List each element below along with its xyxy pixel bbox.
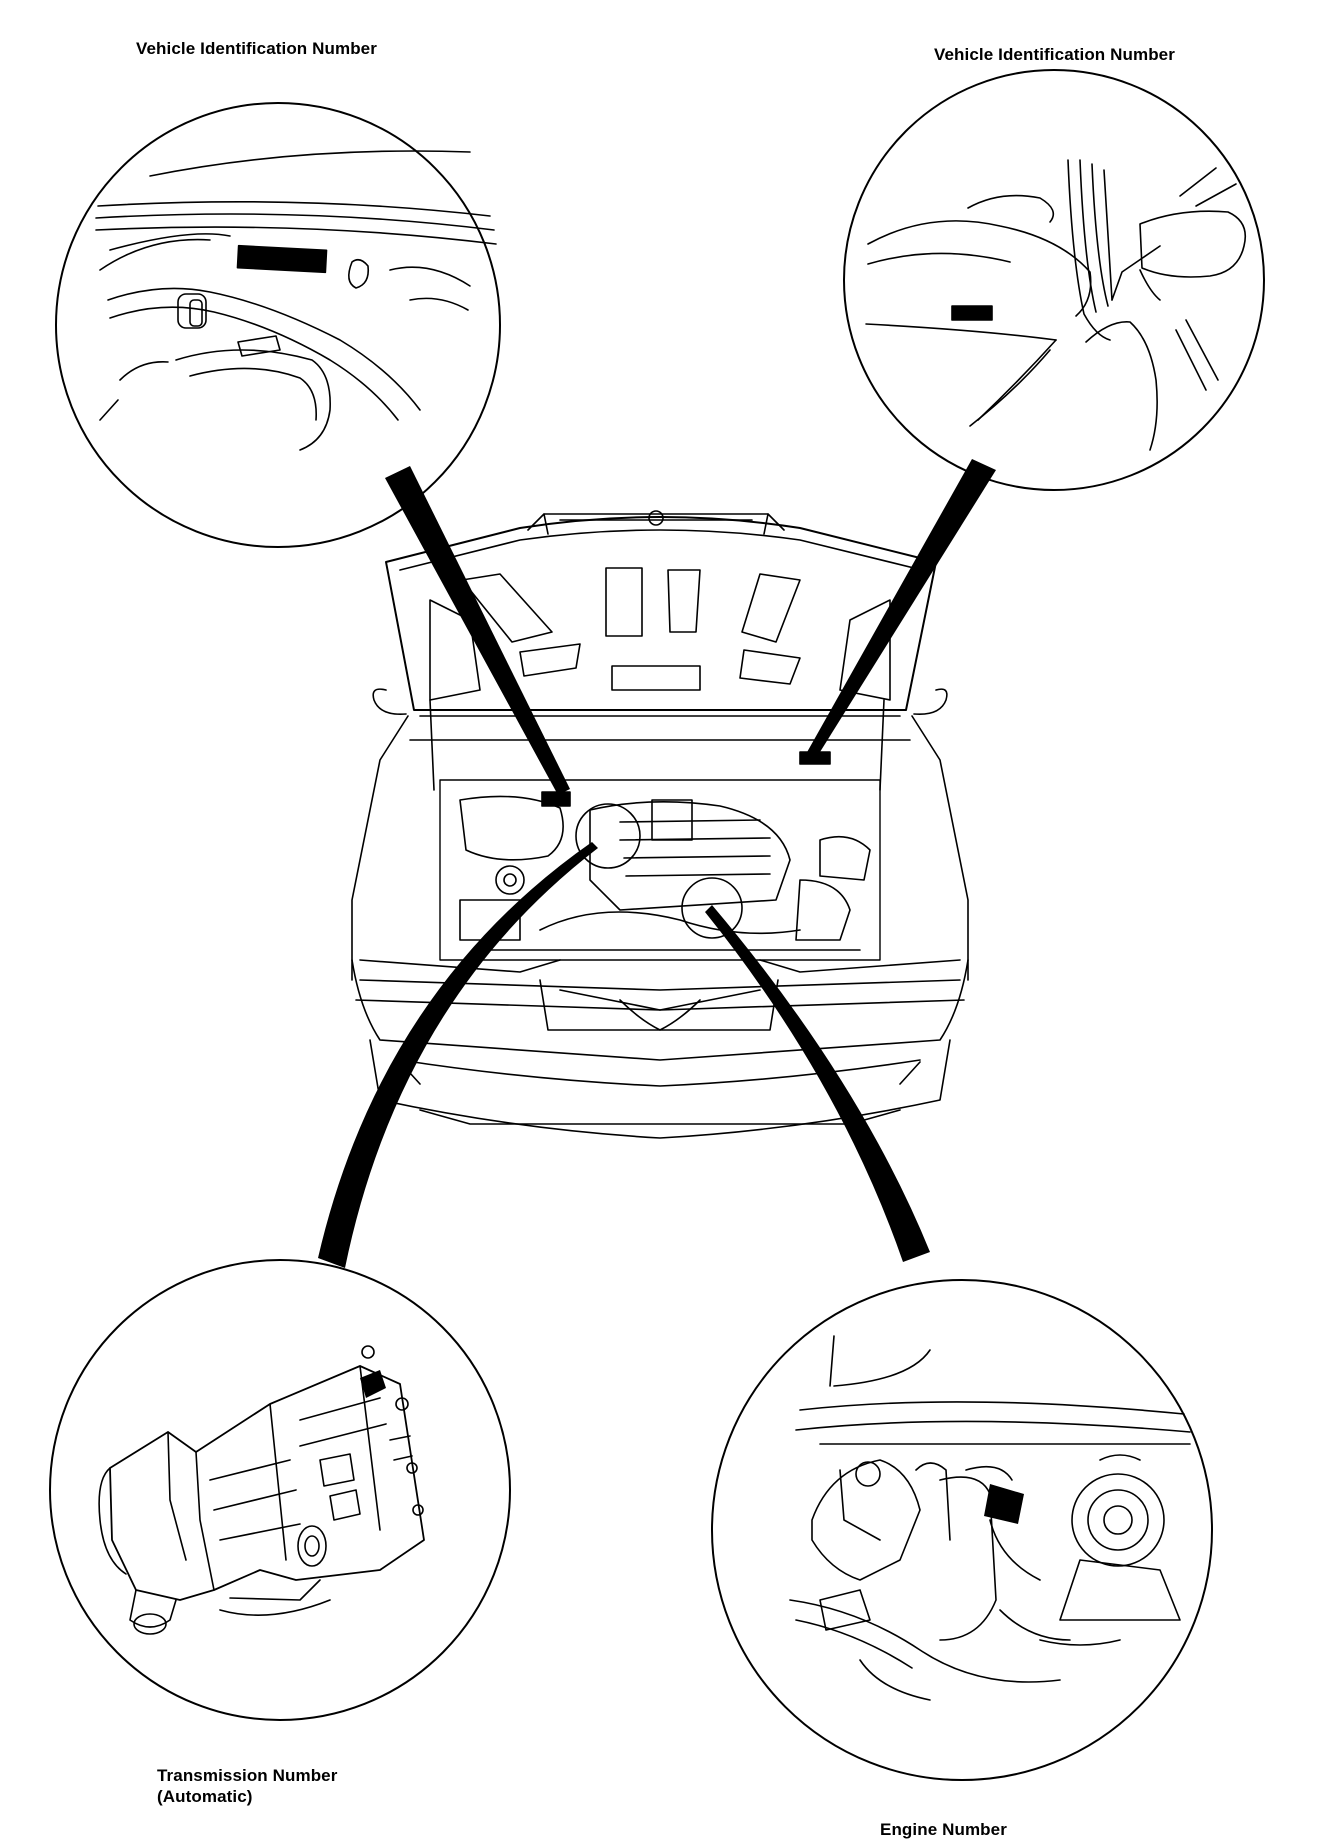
detail-vin-dashboard xyxy=(843,69,1265,491)
label-transmission-line1: Transmission Number xyxy=(157,1766,338,1785)
label-vin-windshield: Vehicle Identification Number xyxy=(136,39,377,58)
label-engine-number: Engine Number xyxy=(880,1820,1007,1839)
leader-engine xyxy=(705,905,930,1262)
leader-vin-right xyxy=(806,459,996,760)
car-vin-mark-dash xyxy=(799,751,831,765)
detail-engine xyxy=(711,1279,1213,1781)
leader-transmission xyxy=(318,842,598,1268)
vin-plate-windshield xyxy=(236,244,328,274)
car-vin-mark-cowl xyxy=(541,791,571,807)
detail-transmission xyxy=(49,1259,511,1721)
transmission-number-plate xyxy=(360,1370,386,1398)
vin-plate-dashboard xyxy=(951,305,993,321)
transmission-callout-ring xyxy=(681,877,743,939)
label-transmission-line2: (Automatic) xyxy=(157,1787,253,1806)
detail-vin-windshield xyxy=(55,102,501,548)
leader-vin-left xyxy=(385,466,570,795)
label-vin-dashboard: Vehicle Identification Number xyxy=(934,45,1175,64)
leader-lines xyxy=(318,459,996,1268)
label-transmission-number: Transmission Number (Automatic) xyxy=(157,1765,337,1807)
car-front-open-hood xyxy=(351,510,969,1139)
engine-number-plate xyxy=(984,1484,1024,1524)
engine-callout-ring xyxy=(575,803,641,869)
